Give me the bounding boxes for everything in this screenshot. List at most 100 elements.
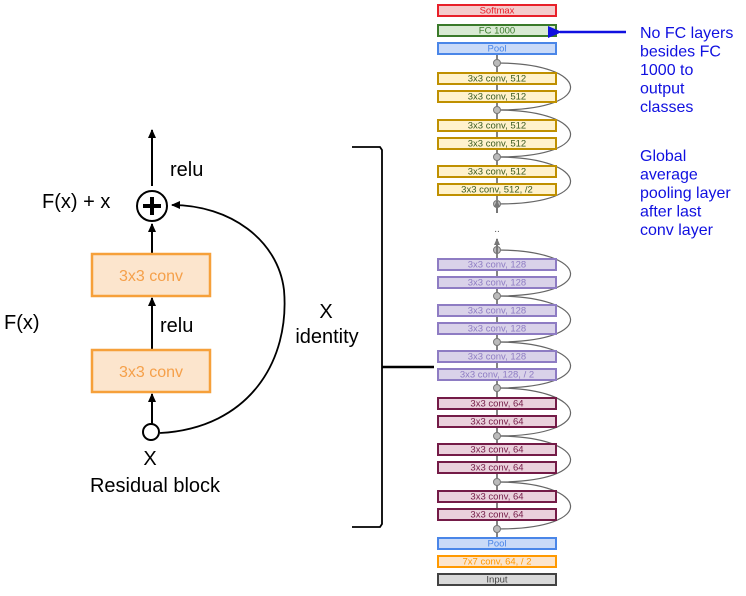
- layer-box: [437, 537, 557, 550]
- bracket: [352, 146, 434, 528]
- conv-block-bottom: 3x3 conv: [90, 348, 212, 394]
- skip-node: [493, 384, 501, 392]
- skip-connection-arc: [496, 341, 572, 389]
- layer-conv512: 3x3 conv, 512: [437, 137, 557, 150]
- skip-connection-arc: [496, 156, 572, 205]
- skip-node: [493, 525, 501, 533]
- residual-block: relu F(x) + x 3x3 conv relu F(x) 3x3 con…: [4, 129, 359, 497]
- note-line: conv layer: [640, 222, 714, 239]
- input-node: [142, 423, 160, 441]
- layer-box: [437, 322, 557, 335]
- skip-node: [493, 432, 501, 440]
- layer-conv7: 7x7 conv, 64, / 2: [437, 555, 557, 568]
- input-x-label: X: [143, 448, 156, 470]
- layer-label: 3x3 conv, 64: [470, 510, 523, 521]
- layer-conv128: 3x3 conv, 128: [437, 304, 557, 317]
- layer-box: [437, 573, 557, 586]
- note-line: after last: [640, 204, 702, 221]
- layer-label: 3x3 conv, 128: [468, 278, 526, 289]
- conv-top-label: 3x3 conv: [119, 268, 183, 285]
- skip-connection-arc: [496, 481, 572, 530]
- addition-node: [136, 190, 168, 222]
- layer-label: 3x3 conv, 512, /2: [461, 185, 533, 196]
- layer-conv512: 3x3 conv, 512: [437, 90, 557, 103]
- layer-box: [437, 258, 557, 271]
- layer-conv64: 3x3 conv, 64: [437, 508, 557, 521]
- layer-box: [437, 443, 557, 456]
- layer-box: [437, 4, 557, 17]
- layer-box: [437, 72, 557, 85]
- layer-box: [437, 397, 557, 410]
- skip-identity-label: identity: [295, 326, 358, 348]
- relu-top-label: relu: [170, 159, 203, 181]
- layer-box: [437, 415, 557, 428]
- skip-node: [493, 153, 501, 161]
- skip-node: [493, 59, 501, 67]
- layer-label: 3x3 conv, 64: [470, 492, 523, 503]
- skip-node: [493, 478, 501, 486]
- layer-label: 3x3 conv, 512: [468, 74, 526, 85]
- layer-conv128: 3x3 conv, 128: [437, 322, 557, 335]
- layer-conv64: 3x3 conv, 64: [437, 397, 557, 410]
- residual-block-title: Residual block: [90, 475, 221, 497]
- note-line: Global: [640, 148, 686, 165]
- layer-label: 3x3 conv, 64: [470, 399, 523, 410]
- skip-connection-arc: [496, 62, 572, 111]
- layer-box: [437, 555, 557, 568]
- layer-label: 3x3 conv, 512: [468, 121, 526, 132]
- layer-label: 3x3 conv, 512: [468, 92, 526, 103]
- layer-label: 3x3 conv, 512: [468, 167, 526, 178]
- skip-connection-arc: [496, 295, 572, 343]
- layer-conv128: 3x3 conv, 128: [437, 276, 557, 289]
- layer-conv64: 3x3 conv, 64: [437, 461, 557, 474]
- layer-box: [437, 90, 557, 103]
- layer-fc: FC 1000: [437, 24, 557, 37]
- skip-connection-arc: [496, 387, 572, 437]
- layer-conv512: 3x3 conv, 512: [437, 165, 557, 178]
- layer-label: 3x3 conv, 128: [468, 306, 526, 317]
- layer-conv64: 3x3 conv, 64: [437, 443, 557, 456]
- identity-skip-connection: [159, 201, 286, 434]
- layer-box: [437, 461, 557, 474]
- layer-label: Input: [486, 575, 507, 586]
- layer-label: 3x3 conv, 128: [468, 260, 526, 271]
- layer-conv64: 3x3 conv, 64: [437, 415, 557, 428]
- layer-box: [437, 183, 557, 196]
- relu-mid-label: relu: [160, 315, 193, 337]
- layer-label: 3x3 conv, 128: [468, 324, 526, 335]
- layer-conv512: 3x3 conv, 512: [437, 72, 557, 85]
- skip-node: [493, 338, 501, 346]
- layer-conv64: 3x3 conv, 64: [437, 490, 557, 503]
- layer-label: Pool: [487, 539, 506, 550]
- layer-box: [437, 350, 557, 363]
- note-line: output: [640, 81, 685, 98]
- layer-box: [437, 165, 557, 178]
- layer-box: [437, 119, 557, 132]
- gap-ellipsis: ..: [494, 224, 500, 235]
- layer-softmax: Softmax: [437, 4, 557, 17]
- note-line: pooling layer: [640, 185, 731, 202]
- skip-connection-arc: [496, 109, 572, 158]
- layer-label: Pool: [487, 44, 506, 55]
- layer-box: [437, 276, 557, 289]
- layer-box: [437, 490, 557, 503]
- conv-block-top: 3x3 conv: [90, 252, 212, 298]
- skip-connection-arc: [496, 249, 572, 297]
- layer-label: 3x3 conv, 128, / 2: [460, 370, 534, 381]
- fx-label: F(x): [4, 312, 40, 334]
- layer-label: 3x3 conv, 64: [470, 417, 523, 428]
- layer-pool: Pool: [437, 42, 557, 55]
- note-line: 1000 to: [640, 62, 693, 79]
- skip-x-label: X: [319, 301, 332, 323]
- note-line: besides FC: [640, 44, 721, 61]
- layer-box: [437, 137, 557, 150]
- layer-conv512: 3x3 conv, 512, /2: [437, 183, 557, 196]
- skip-node: [493, 106, 501, 114]
- layer-label: 3x3 conv, 64: [470, 463, 523, 474]
- layer-box: [437, 368, 557, 381]
- layer-conv512: 3x3 conv, 512: [437, 119, 557, 132]
